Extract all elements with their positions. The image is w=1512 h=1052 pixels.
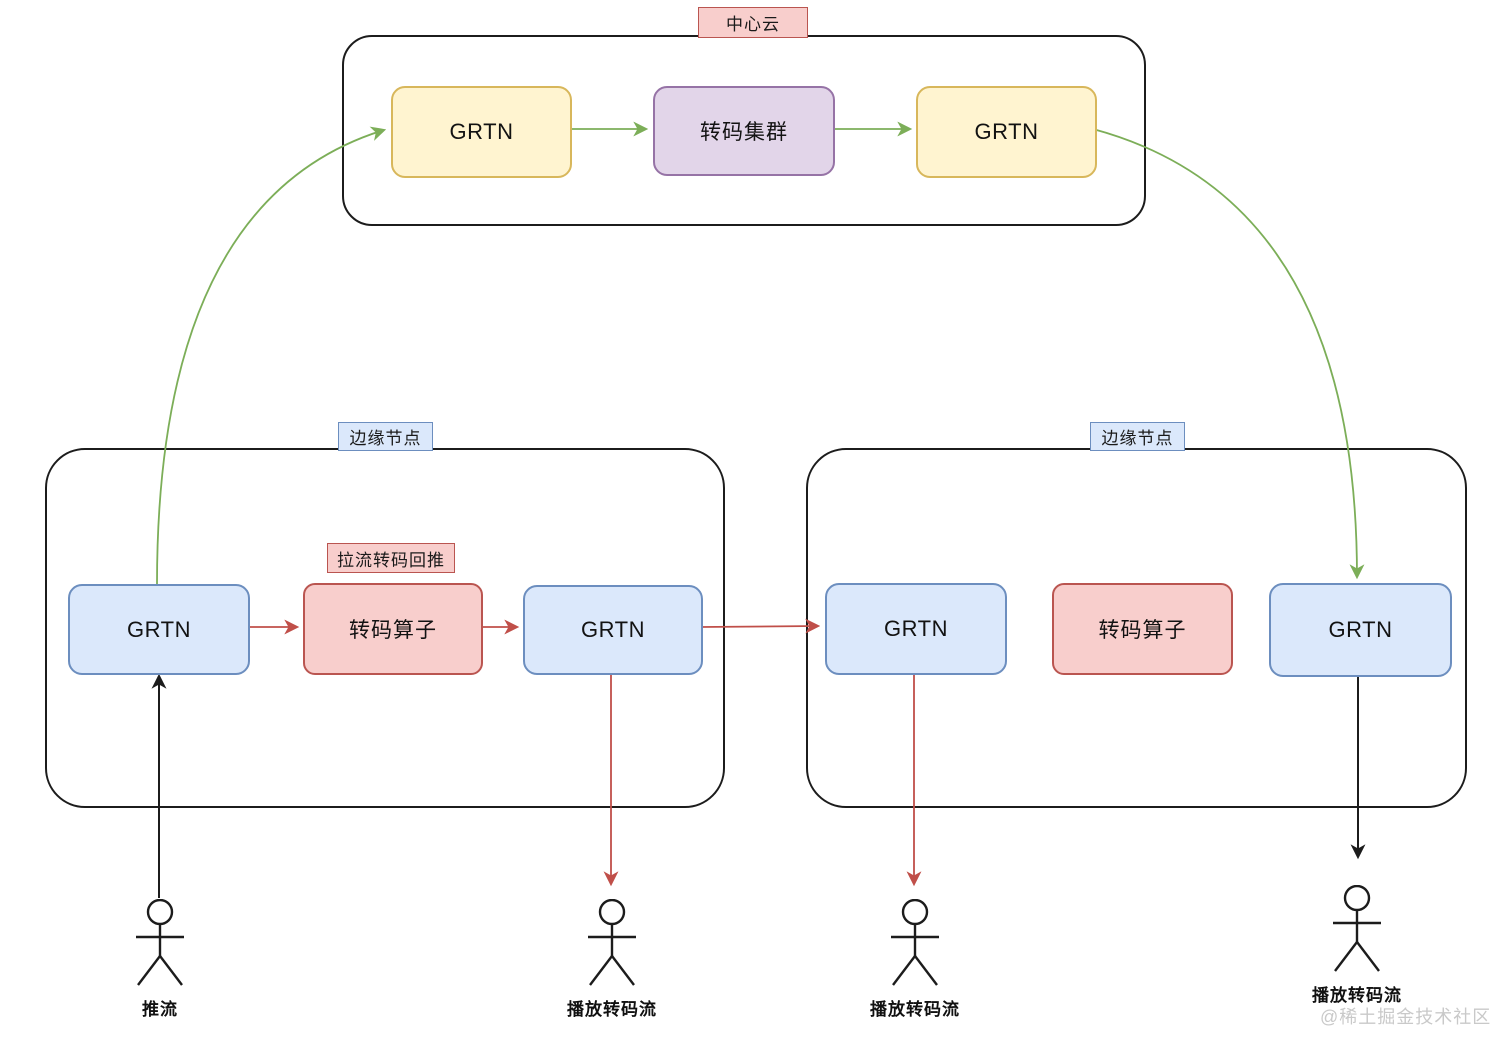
edge-left-transcode-operator: 转码算子 (303, 583, 483, 675)
edge-left-grtn-2: GRTN (523, 585, 703, 675)
edge-left-transcode-operator-label: 转码算子 (349, 619, 437, 642)
stick-figure-icon (891, 899, 939, 986)
actor-play-transcoded-label: 播放转码流 (567, 1000, 657, 1019)
edge-right-grtn-2-label: GRTN (1328, 617, 1393, 642)
edge-left-grtn-2-label: GRTN (581, 617, 645, 642)
cloud-transcode-cluster: 转码集群 (653, 86, 835, 176)
edge-node-left-label: 边缘节点 (338, 422, 433, 451)
edge-right-grtn-1: GRTN (825, 583, 1007, 675)
edge-right-transcode-operator: 转码算子 (1052, 583, 1233, 675)
watermark: @稀土掘金技术社区 (1320, 1007, 1492, 1027)
central-cloud-label-text: 中心云 (726, 15, 780, 34)
stick-figure-icon (136, 899, 184, 986)
edge-right-grtn-2: GRTN (1269, 583, 1452, 677)
pull-transcode-pushback-text: 拉流转码回推 (337, 550, 445, 570)
edge-node-right-label: 边缘节点 (1090, 422, 1185, 451)
actor-play-transcoded-label: 播放转码流 (870, 1000, 960, 1019)
cloud-transcode-cluster-label: 转码集群 (700, 121, 788, 144)
cloud-grtn-2-label: GRTN (974, 119, 1039, 144)
edge-left-grtn-1-label: GRTN (127, 616, 191, 642)
central-cloud-label: 中心云 (698, 7, 808, 38)
edge-node-right-label-text: 边缘节点 (1101, 429, 1174, 448)
cloud-grtn-2: GRTN (916, 86, 1097, 178)
edge-left-grtn-1: GRTN (68, 584, 250, 675)
actor-push-stream-label: 推流 (142, 1000, 178, 1019)
pull-transcode-pushback-tag: 拉流转码回推 (327, 543, 455, 573)
actor-play-transcoded-label: 播放转码流 (1312, 986, 1402, 1005)
stick-figure-icon (1333, 885, 1381, 972)
stick-figure-icon (588, 899, 636, 986)
edge-node-left-label-text: 边缘节点 (349, 429, 422, 448)
cloud-grtn-1: GRTN (391, 86, 572, 178)
cloud-grtn-1-label: GRTN (449, 119, 514, 144)
edge-right-transcode-operator-label: 转码算子 (1098, 619, 1187, 642)
edge-right-grtn-1-label: GRTN (884, 616, 948, 641)
